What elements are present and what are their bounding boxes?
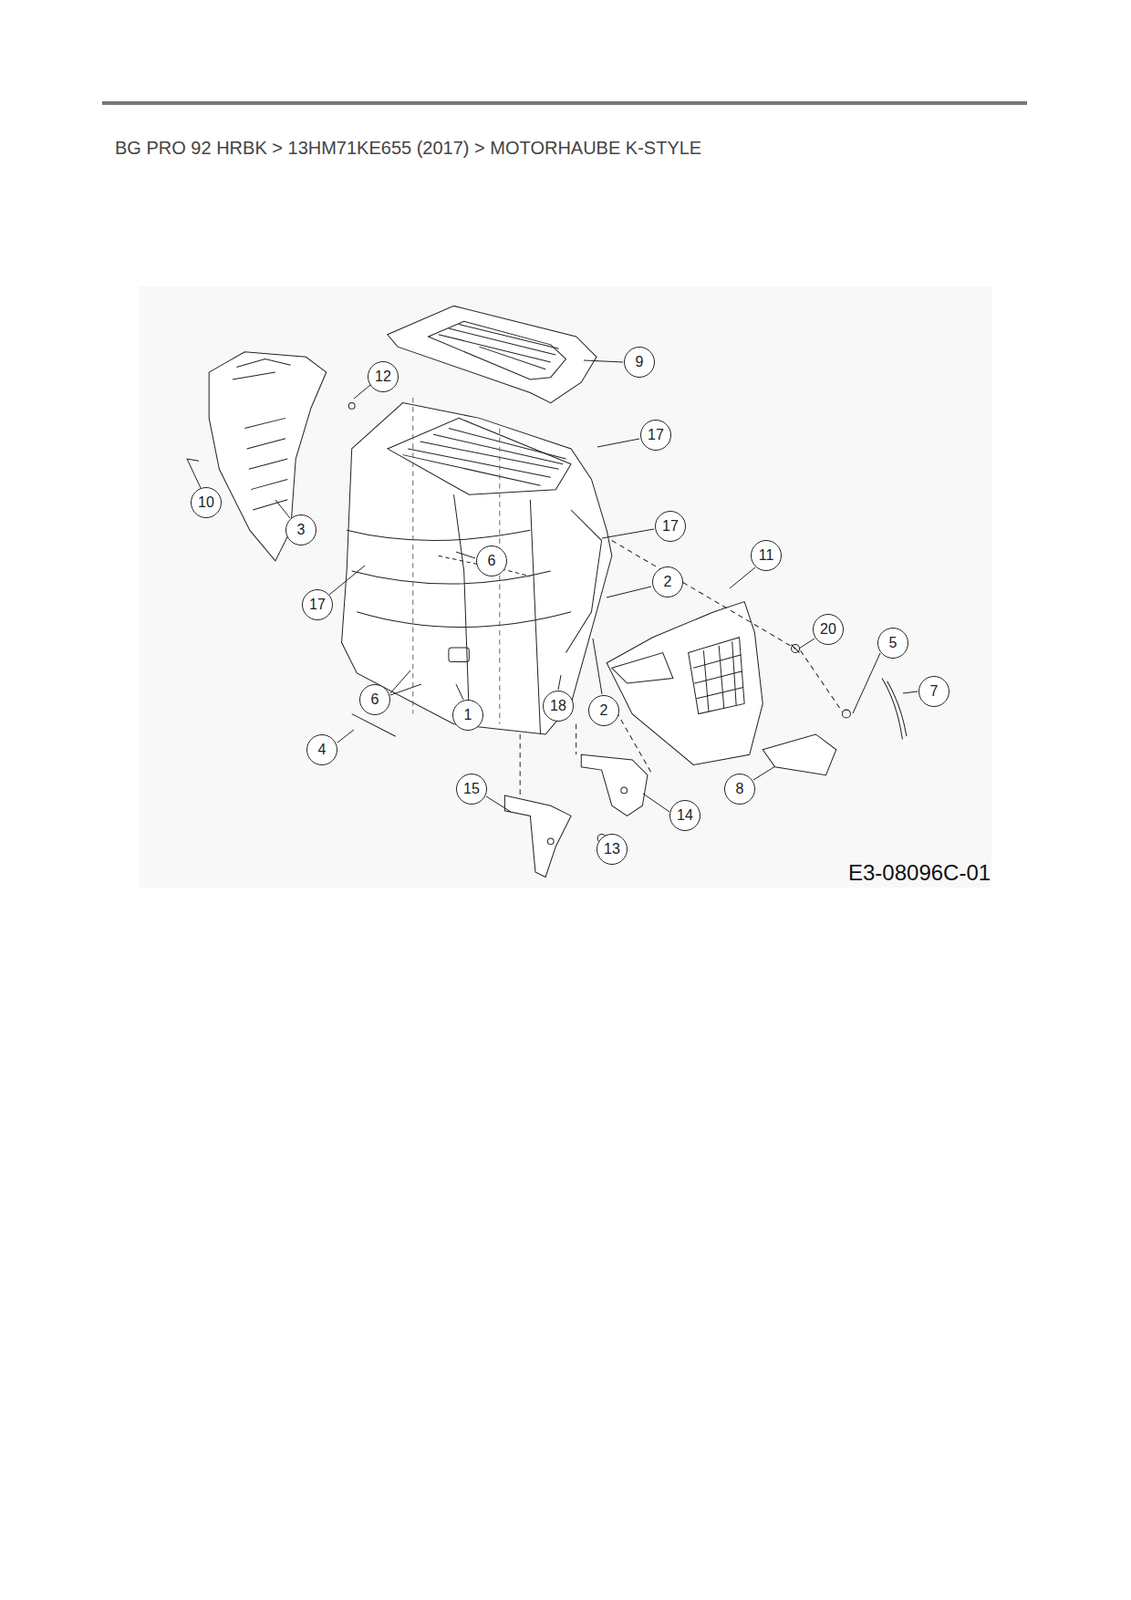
callout-circle: 12 (367, 361, 399, 393)
callout-circle: 6 (476, 545, 508, 577)
callout-circle: 2 (652, 566, 684, 598)
callout-circle: 7 (918, 675, 950, 707)
callout-number: 20 (819, 622, 837, 637)
callout-circle: 4 (306, 734, 338, 766)
callout-number: 17 (662, 518, 679, 534)
callout-number: 2 (664, 574, 673, 590)
callout-number: 1 (464, 707, 473, 723)
callout-number: 11 (758, 548, 775, 563)
figure-ground (139, 286, 992, 888)
leader-lines (186, 360, 918, 840)
callout-circle: 8 (724, 773, 756, 805)
callout-number: 18 (549, 698, 567, 714)
callout-number: 3 (297, 522, 306, 538)
callout-circle: 5 (877, 627, 909, 659)
callout-circle: 9 (623, 346, 655, 378)
callout-number: 10 (197, 495, 215, 510)
callout-number: 6 (487, 553, 497, 569)
callout-number: 13 (603, 841, 621, 857)
callout-circle: 11 (750, 539, 782, 571)
callout-number: 4 (318, 742, 327, 758)
callout-number: 7 (930, 684, 939, 699)
callout-number: 6 (371, 692, 380, 707)
callout-number: 12 (374, 369, 392, 384)
callout-circle: 3 (285, 514, 317, 546)
callout-circle: 17 (640, 419, 672, 451)
callout-circle: 1 (452, 699, 484, 731)
breadcrumb-title: BG PRO 92 HRBK > 13HM71KE655 (2017) > MO… (114, 137, 702, 159)
callout-number: 8 (736, 781, 745, 797)
callout-circle: 10 (190, 487, 222, 519)
drawing-number: E3-08096C-01 (848, 860, 991, 886)
callout-circle: 15 (456, 773, 488, 805)
callout-number: 17 (309, 597, 326, 613)
callout-circle: 6 (359, 684, 391, 716)
callout-circle: 17 (654, 510, 686, 542)
callout-circle: 17 (301, 589, 333, 621)
callout-number: 5 (889, 635, 898, 651)
callout-circle: 14 (669, 799, 701, 831)
callout-number: 14 (676, 808, 694, 823)
callout-number: 2 (600, 703, 609, 718)
callout-number: 9 (635, 354, 644, 370)
parts-drawing (186, 305, 907, 877)
callout-circle: 2 (588, 695, 620, 727)
callout-number: 15 (463, 781, 480, 797)
callout-number: 17 (647, 427, 665, 443)
callout-circle: 18 (542, 690, 574, 722)
callout-circle: 20 (812, 613, 844, 645)
callout-circle: 13 (596, 833, 628, 865)
header-rule (102, 101, 1028, 105)
